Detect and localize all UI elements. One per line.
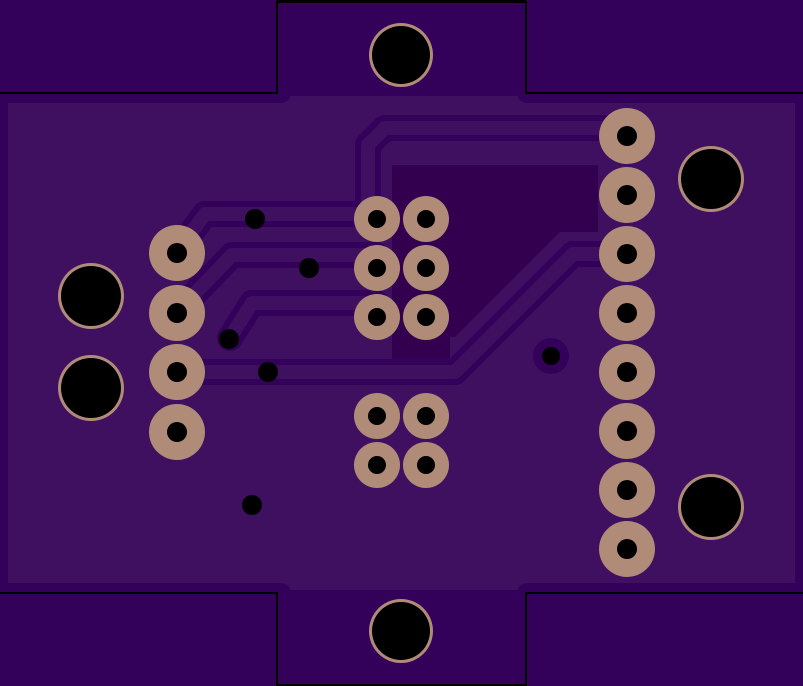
center-pad-grid [354, 196, 449, 488]
via [299, 258, 319, 278]
mounting-holes [58, 23, 744, 663]
right-header [599, 108, 655, 577]
vias [219, 209, 569, 515]
via [219, 329, 239, 349]
left-header [149, 225, 205, 460]
via [245, 209, 265, 229]
via [242, 495, 262, 515]
via [258, 362, 278, 382]
